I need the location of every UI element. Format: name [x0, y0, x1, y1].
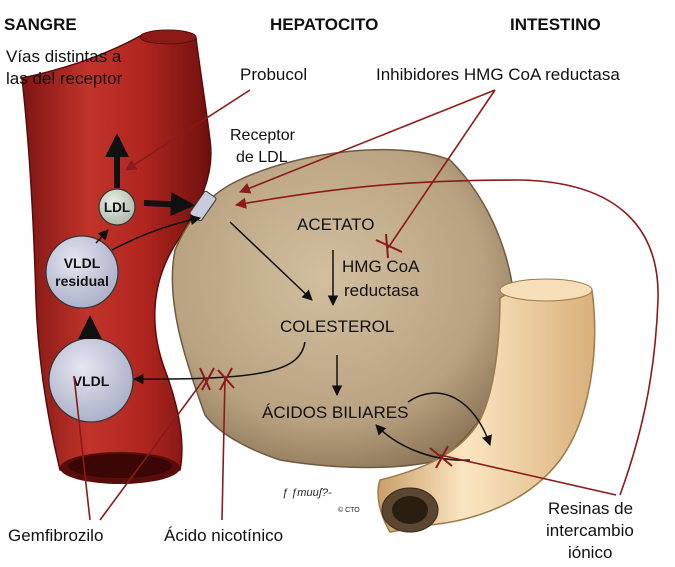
svg-text:residual: residual — [55, 273, 109, 289]
node-ldl: LDL — [99, 189, 135, 225]
acidos-biliares-label: ÁCIDOS BILIARES — [262, 403, 408, 422]
resinas-label-line2: intercambio — [546, 521, 634, 540]
vias-label-line2: las del receptor — [6, 69, 123, 88]
acetato-label: ACETATO — [297, 215, 374, 234]
hmg-label-line1: HMG CoA — [342, 257, 420, 276]
svg-text:VLDL: VLDL — [73, 373, 110, 389]
resinas-label-line3: iónico — [568, 543, 612, 562]
gemfibrozilo-label: Gemfibrozilo — [8, 526, 103, 545]
receptor-label-line2: de LDL — [236, 149, 288, 166]
inhibidores-label: Inhibidores HMG CoA reductasa — [376, 65, 620, 84]
header-sangre: SANGRE — [4, 15, 77, 34]
acido-nicotinico-label: Ácido nicotínico — [164, 526, 283, 545]
resinas-label-line1: Resinas de — [548, 499, 633, 518]
header-hepatocito: HEPATOCITO — [270, 15, 378, 34]
receptor-label-line1: Receptor — [230, 127, 296, 144]
colesterol-label: COLESTEROL — [280, 317, 394, 336]
svg-text:VLDL: VLDL — [64, 255, 101, 271]
vias-label-line1: Vías distintas a — [6, 47, 122, 66]
node-vldl: VLDL — [49, 338, 133, 422]
probucol-label: Probucol — [240, 65, 307, 84]
hmg-label-line2: reductasa — [344, 281, 419, 300]
svg-text:LDL: LDL — [104, 200, 130, 215]
header-intestino: INTESTINO — [510, 15, 601, 34]
copyright: © CTO — [338, 506, 360, 514]
node-vldl-residual: VLDL residual — [46, 236, 118, 308]
signature: ƒ ƒmuuʃ?- — [282, 487, 332, 499]
